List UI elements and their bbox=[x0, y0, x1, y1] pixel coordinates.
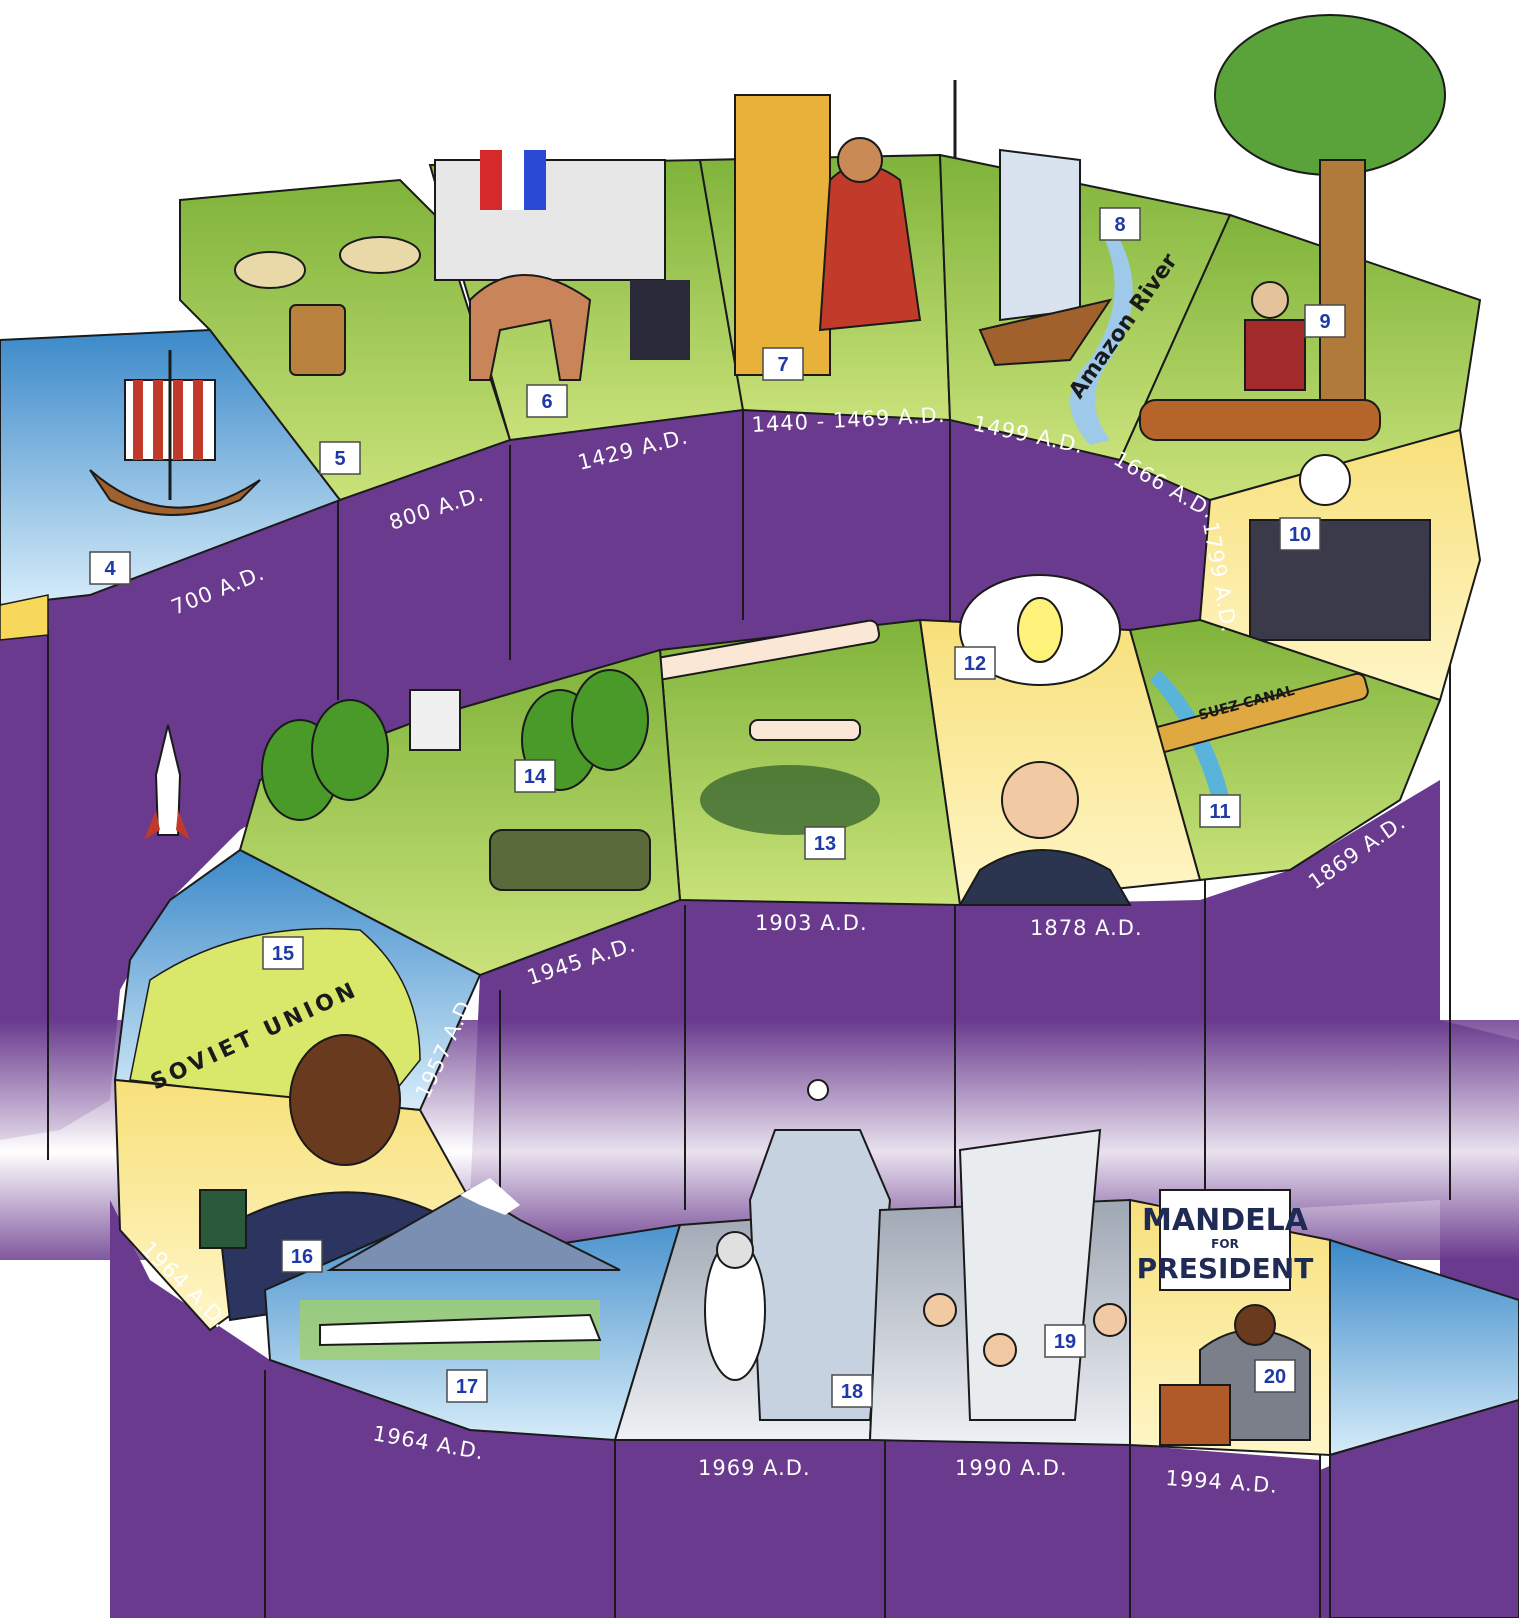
rocket-icon bbox=[144, 724, 190, 840]
date-label-12: 1878 A.D. bbox=[1030, 916, 1143, 940]
marker-label: 11 bbox=[1209, 801, 1230, 823]
tile-8 bbox=[938, 148, 1232, 462]
marker-16[interactable]: 16 bbox=[281, 1239, 323, 1273]
marker-18[interactable]: 18 bbox=[831, 1374, 873, 1408]
marker-label: 16 bbox=[291, 1246, 313, 1268]
marker-15[interactable]: 15 bbox=[262, 936, 304, 970]
marker-6[interactable]: 6 bbox=[526, 384, 568, 418]
marker-label: 17 bbox=[456, 1376, 478, 1398]
lightbulb-icon bbox=[1017, 597, 1063, 663]
marker-19[interactable]: 19 bbox=[1044, 1324, 1086, 1358]
tile-6 bbox=[428, 150, 745, 442]
marker-label: 12 bbox=[964, 653, 986, 675]
marker-12[interactable]: 12 bbox=[954, 646, 996, 680]
marker-4[interactable]: 4 bbox=[89, 551, 131, 585]
marker-label: 19 bbox=[1054, 1331, 1076, 1353]
marker-17[interactable]: 17 bbox=[446, 1369, 488, 1403]
mandela-sign-line3: PRESIDENT bbox=[1137, 1252, 1314, 1285]
marker-13[interactable]: 13 bbox=[804, 826, 846, 860]
tile-9 bbox=[1118, 14, 1482, 502]
date-label-18: 1969 A.D. bbox=[698, 1456, 811, 1480]
marker-label: 14 bbox=[524, 766, 547, 788]
marker-10[interactable]: 10 bbox=[1279, 517, 1321, 551]
marker-5[interactable]: 5 bbox=[319, 441, 361, 475]
ship-hull bbox=[89, 469, 261, 516]
marker-9[interactable]: 9 bbox=[1304, 304, 1346, 338]
marker-20[interactable]: 20 bbox=[1254, 1359, 1296, 1393]
marker-7[interactable]: 7 bbox=[762, 347, 804, 381]
tile-5 bbox=[179, 178, 512, 502]
date-label-13: 1903 A.D. bbox=[755, 911, 868, 935]
marker-8[interactable]: 8 bbox=[1099, 207, 1141, 241]
marker-11[interactable]: 11 bbox=[1199, 794, 1241, 828]
marker-label: 8 bbox=[1114, 214, 1125, 236]
marker-label: 9 bbox=[1319, 311, 1330, 333]
marker-label: 7 bbox=[777, 354, 788, 376]
campaign-sign bbox=[1159, 1189, 1291, 1291]
tile-18 bbox=[613, 1079, 892, 1441]
marker-label: 13 bbox=[814, 833, 836, 855]
mandela-sign-line1: MANDELA bbox=[1142, 1203, 1309, 1238]
tile-4 bbox=[0, 328, 342, 607]
french-flag bbox=[480, 150, 546, 210]
tile-7 bbox=[698, 80, 957, 422]
marker-label: 15 bbox=[272, 943, 294, 965]
tile-17 bbox=[263, 1178, 682, 1442]
marker-label: 18 bbox=[841, 1381, 863, 1403]
tile-13 bbox=[640, 618, 962, 907]
tile-10 bbox=[1198, 428, 1482, 702]
marker-label: 5 bbox=[334, 448, 345, 470]
road-end-arrow bbox=[1329, 1238, 1519, 1618]
marker-label: 4 bbox=[104, 558, 116, 580]
date-label-19: 1990 A.D. bbox=[955, 1456, 1068, 1480]
marker-14[interactable]: 14 bbox=[514, 759, 556, 793]
mandela-sign-line2: FOR bbox=[1211, 1237, 1239, 1251]
marker-label: 10 bbox=[1289, 524, 1311, 546]
tile-14 bbox=[238, 648, 682, 977]
tile-3-sliver bbox=[0, 594, 49, 641]
tile-12 bbox=[918, 574, 1202, 907]
marker-label: 6 bbox=[541, 391, 552, 413]
marker-label: 20 bbox=[1264, 1366, 1286, 1388]
